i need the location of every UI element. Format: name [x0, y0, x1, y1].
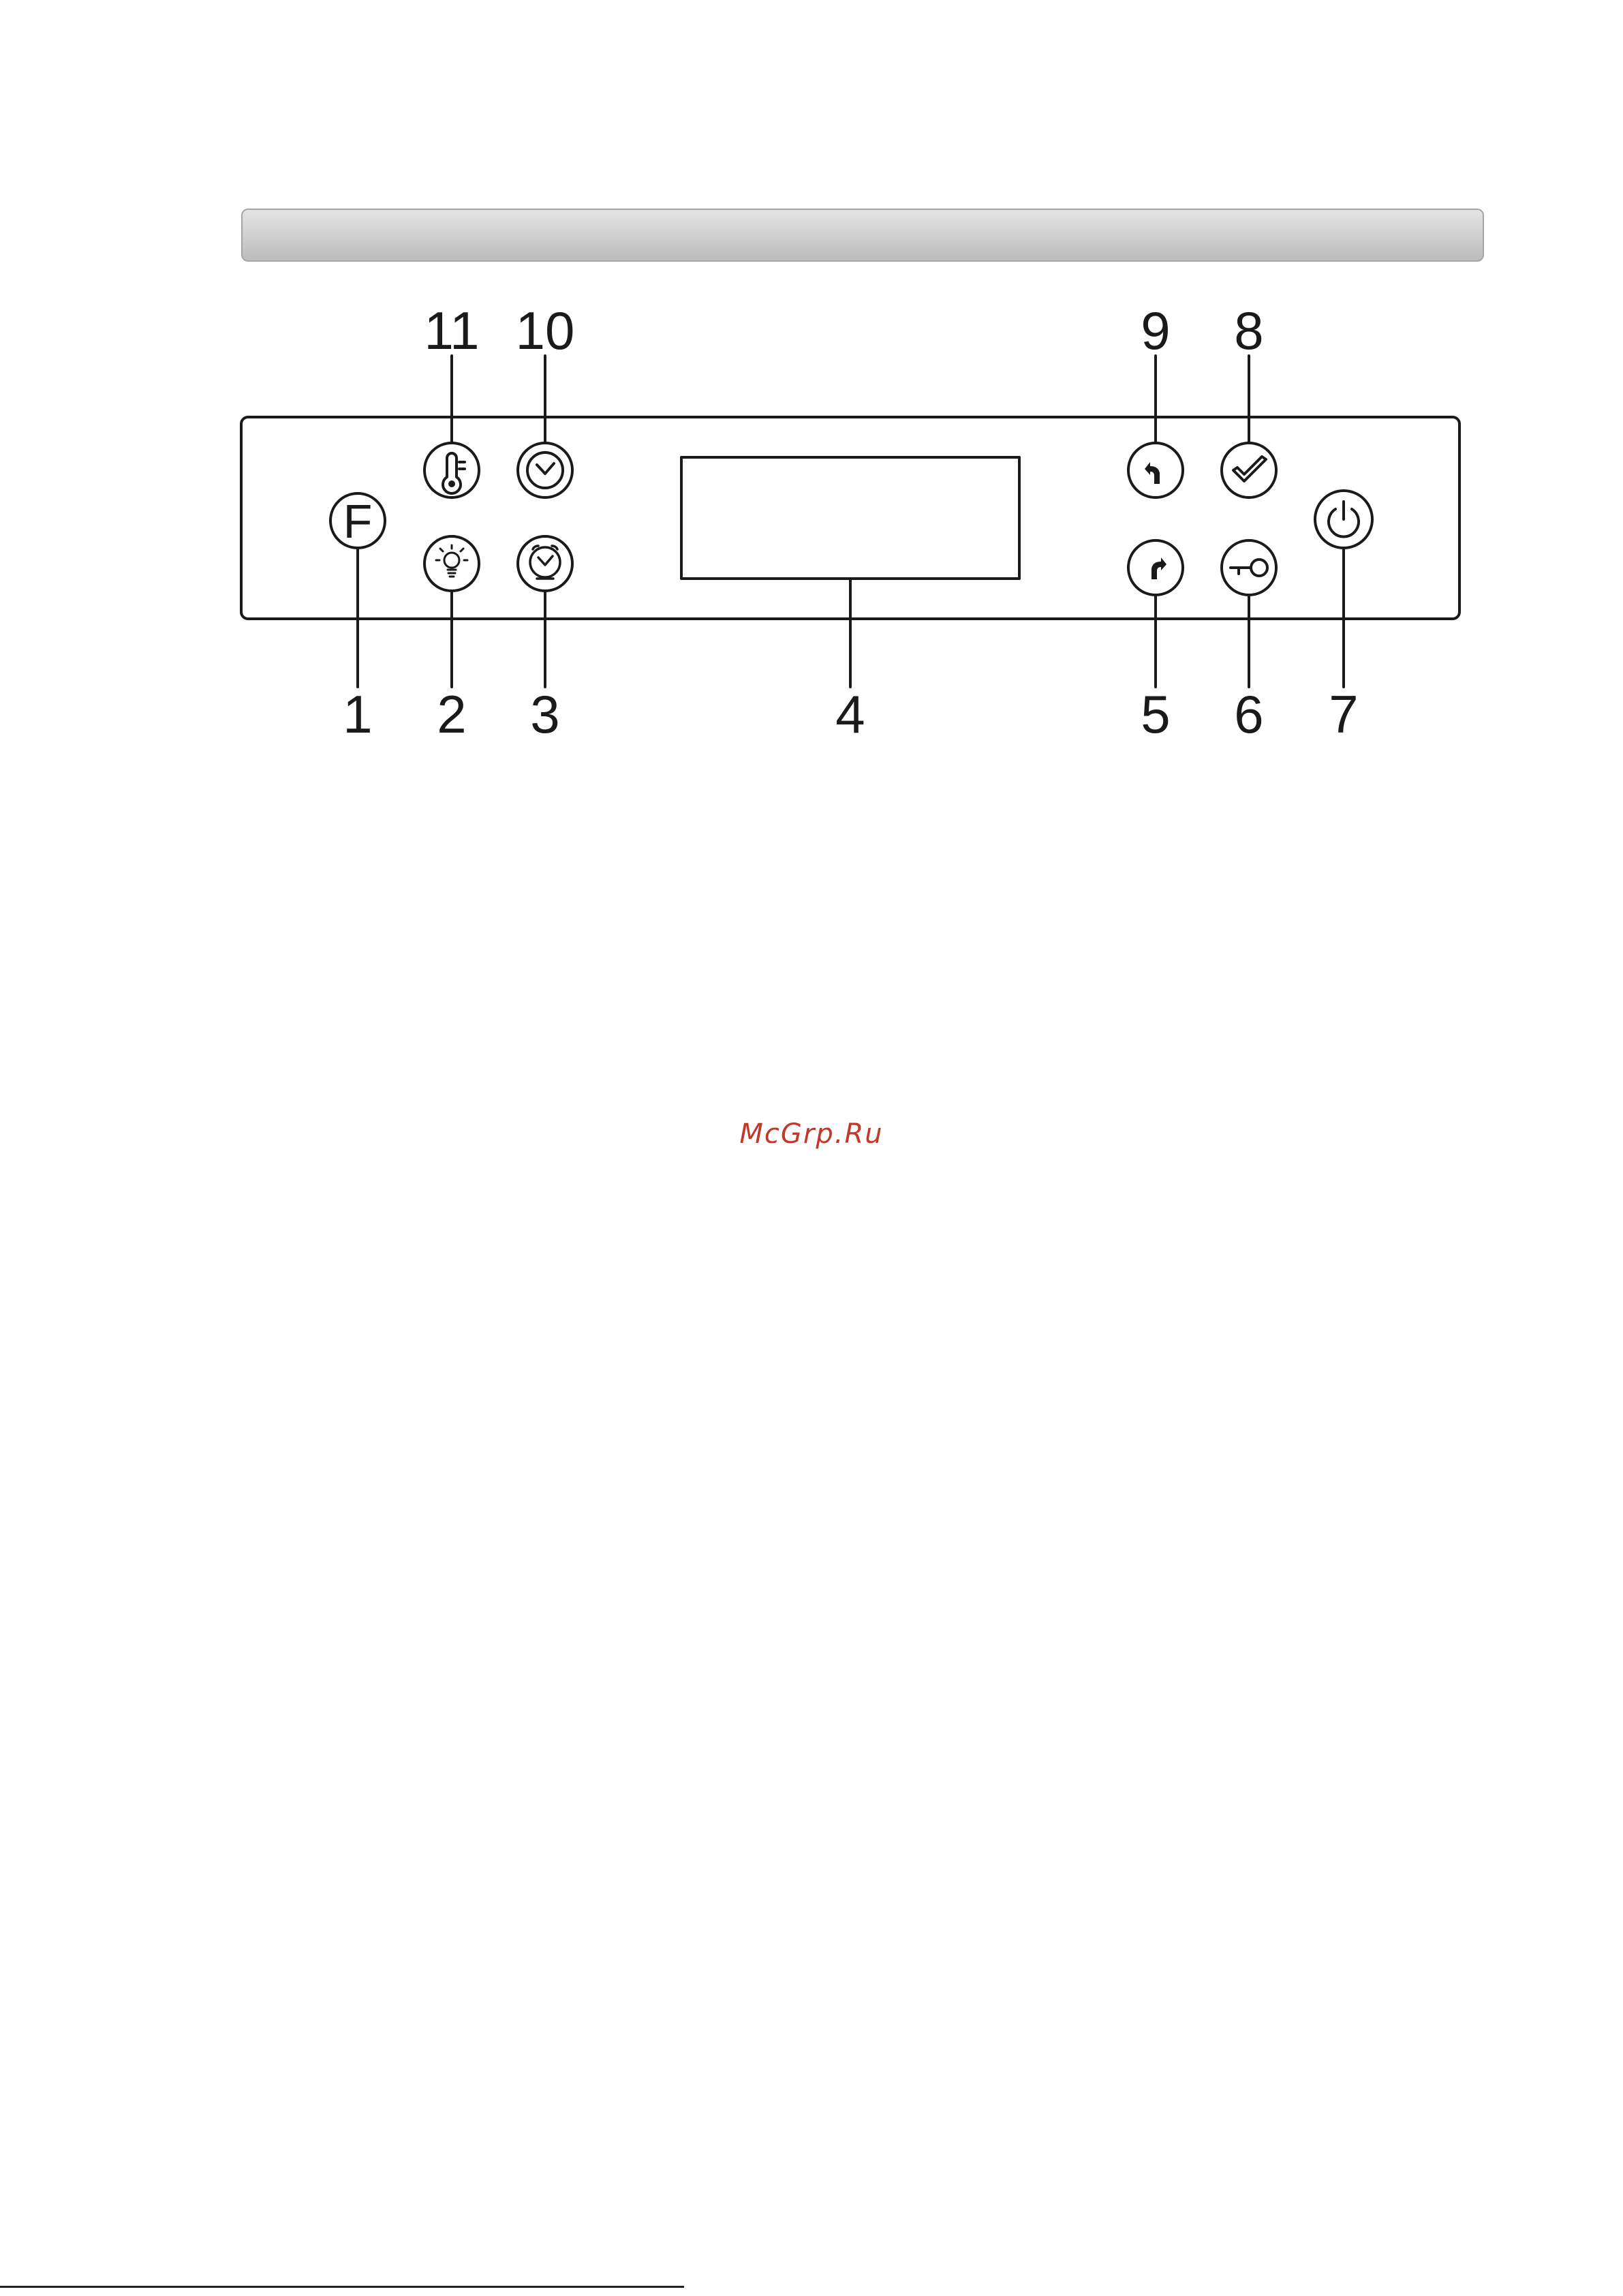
callout-2: 2: [437, 684, 466, 744]
function-button[interactable]: F: [330, 493, 385, 548]
watermark: McGrp.Ru: [0, 1118, 1623, 1150]
callout-4: 4: [835, 684, 865, 744]
footer-rule: [0, 2286, 684, 2288]
callout-11: 11: [424, 301, 480, 361]
callout-1: 1: [343, 684, 372, 744]
callout-10: 10: [516, 301, 575, 361]
arrow-down-button[interactable]: [1128, 540, 1183, 595]
function-button-label: F: [343, 495, 373, 548]
callout-9: 9: [1141, 301, 1170, 361]
callout-5: 5: [1141, 684, 1170, 744]
display-window: [681, 457, 1019, 579]
callout-8: 8: [1234, 301, 1263, 361]
alarm-button[interactable]: [518, 536, 572, 591]
light-button[interactable]: [424, 536, 479, 591]
arrow-up-button[interactable]: [1128, 443, 1183, 498]
confirm-button[interactable]: [1222, 443, 1276, 498]
lock-button[interactable]: [1222, 540, 1276, 595]
temperature-button[interactable]: [424, 443, 479, 498]
power-button[interactable]: [1315, 491, 1372, 548]
clock-button[interactable]: [518, 443, 572, 498]
callout-3: 3: [530, 684, 559, 744]
callout-6: 6: [1234, 684, 1263, 744]
callout-7: 7: [1329, 684, 1358, 744]
control-panel-diagram: F: [0, 0, 1623, 818]
leader-lines: [358, 356, 1344, 687]
